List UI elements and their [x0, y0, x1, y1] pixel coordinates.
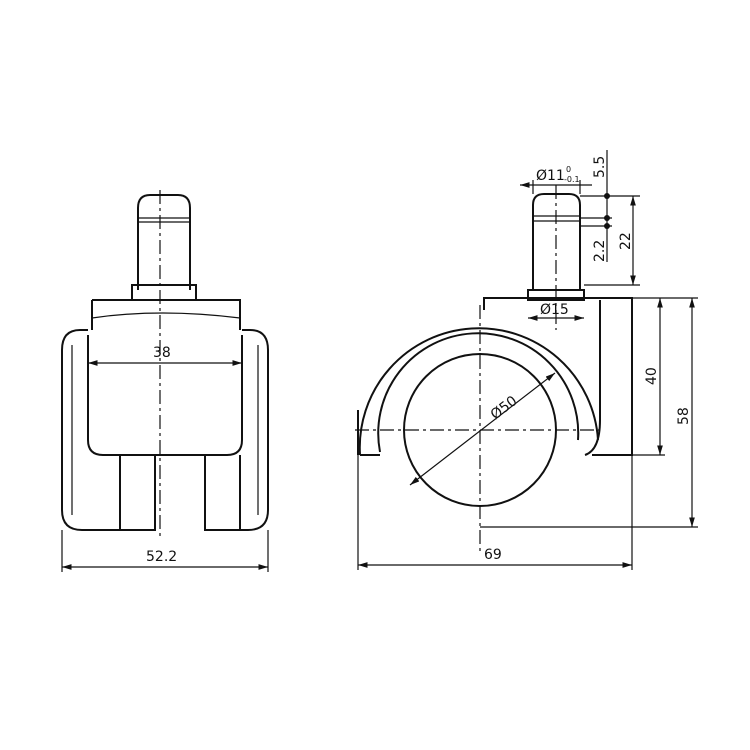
dim-52-2: 52.2: [146, 549, 177, 565]
dim-69: 69: [484, 547, 502, 563]
dim-wheel-diameter: Ø50: [488, 393, 521, 423]
dim-58: 58: [676, 407, 692, 425]
dim-2-2: 2.2: [592, 240, 608, 262]
dim-38: 38: [153, 345, 171, 361]
dim-collar-diameter: Ø15: [540, 302, 569, 318]
dim-22: 22: [618, 232, 634, 250]
tol-upper: 0: [566, 165, 571, 174]
dim-5-5: 5.5: [592, 156, 608, 178]
front-view: 38 52.2: [61, 190, 269, 572]
dim-stem-diameter: Ø11: [536, 168, 565, 184]
dim-40: 40: [644, 367, 660, 385]
tol-lower: -0.1: [564, 175, 580, 184]
side-view: Ø50 Ø11 0 -0.1 5.5 2.2 22 Ø15 40 58 69: [355, 150, 698, 570]
